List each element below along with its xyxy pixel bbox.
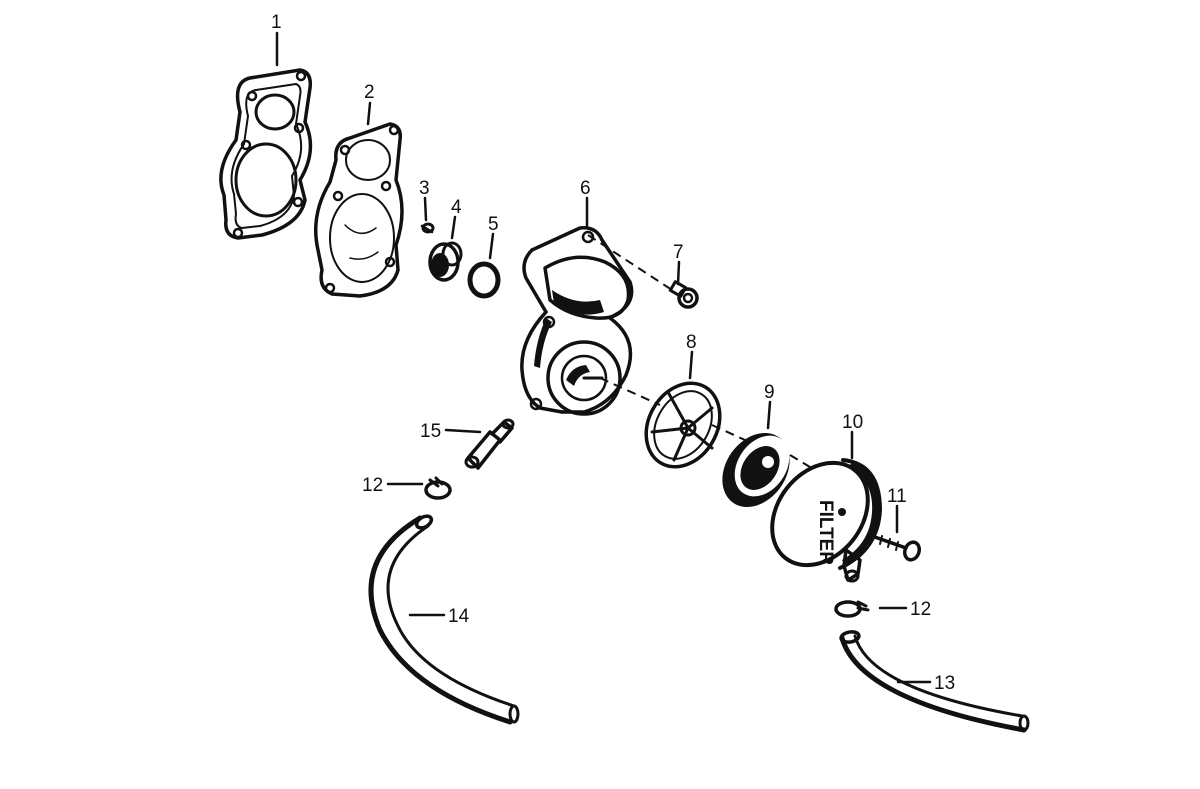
callout-1: 1: [271, 12, 282, 33]
part-14-long-hose: [368, 514, 520, 725]
callout-13: 13: [934, 673, 955, 694]
callout-6: 6: [580, 178, 591, 199]
part-8-screen: [644, 381, 722, 469]
callout-leader-lines: [275, 31, 932, 684]
part-10-filter-bowl: FILTER: [770, 458, 882, 583]
filter-label: FILTER: [815, 500, 836, 565]
part-12-clamp-left: [424, 476, 452, 500]
part-4-valve: [428, 241, 463, 282]
callout-2: 2: [364, 82, 375, 103]
part-11-screw: [870, 534, 922, 562]
part-9-gasket-disc: [722, 432, 790, 508]
callout-10: 10: [842, 412, 863, 433]
callout-12-right: 12: [910, 599, 931, 620]
part-12-clamp-right: [834, 600, 870, 618]
part-1-gasket: [219, 68, 313, 240]
part-6-pump-body: [520, 226, 634, 416]
part-2-diaphragm: [314, 122, 404, 298]
part-7-fitting: [668, 280, 699, 309]
callout-15: 15: [420, 421, 441, 442]
part-15-nipple-fitting: [464, 418, 515, 470]
callout-8: 8: [686, 332, 697, 353]
part-3-screw: [420, 222, 435, 234]
callout-14: 14: [448, 606, 470, 627]
callout-labels: 1 2 3 4 5 6 7 8 9 10 11 12 12 13 14 15: [271, 12, 955, 694]
callout-3: 3: [419, 178, 430, 199]
callout-11: 11: [887, 486, 907, 507]
callout-4: 4: [451, 197, 462, 218]
callout-7: 7: [673, 242, 684, 263]
callout-9: 9: [764, 382, 775, 403]
callout-5: 5: [488, 214, 499, 235]
callout-12-left: 12: [362, 475, 383, 496]
part-5-seal-ring: [467, 261, 501, 299]
